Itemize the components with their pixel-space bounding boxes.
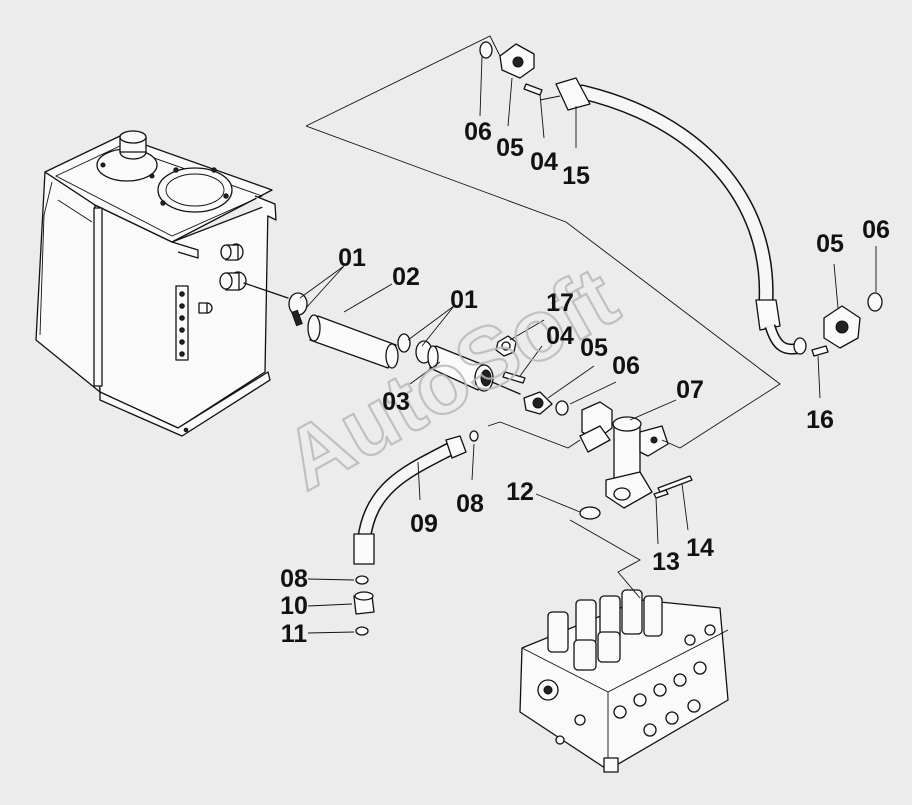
callout-15: 15: [562, 162, 590, 190]
o-ring-08b: [355, 575, 369, 585]
level-sensor-strip: [175, 285, 189, 361]
o-ring-06c: [867, 292, 883, 312]
callout-08: 08: [456, 490, 484, 518]
callout-06: 06: [862, 216, 890, 244]
callout-04: 04: [530, 148, 558, 176]
tank-bracket: [254, 195, 277, 221]
bolt-04b: [523, 83, 543, 96]
callout-14: 14: [686, 534, 714, 562]
valve-spools: [547, 589, 663, 671]
callout-13: 13: [652, 548, 680, 576]
callout-16: 16: [806, 406, 834, 434]
callout-labels: 01 02 01 03 17 04 05 06 07 06 05 04 15 0…: [280, 118, 890, 648]
clamp-screw: [291, 309, 303, 327]
callout-11: 11: [281, 620, 308, 648]
bolt-16: [811, 345, 829, 357]
block-flange-left: [581, 401, 613, 441]
suction-tube-end: [427, 345, 439, 369]
tank-ports: [198, 243, 247, 314]
hose-15-ferrule-bottom: [755, 299, 781, 331]
bolt-14: [657, 475, 693, 493]
split-flange-bore: [532, 397, 544, 409]
tank-bracket-front: [171, 241, 199, 259]
tank-to-clamp-line: [243, 282, 289, 299]
tank-side-face: [35, 171, 101, 393]
tank-sight-strip: [93, 207, 103, 387]
callout-12: 12: [506, 478, 534, 506]
callout-01: 01: [338, 244, 366, 272]
filler-cap-top: [119, 130, 147, 144]
assembly-guide-lines: [305, 35, 781, 599]
callout-05: 05: [816, 230, 844, 258]
main-control-valve: [519, 589, 729, 773]
fitting-17-bore: [501, 341, 511, 351]
hose-end: [385, 343, 399, 369]
pump-suction-fittings: [495, 335, 569, 416]
sensor-holes: [179, 291, 185, 357]
hose-clamp-01b-screw: [397, 333, 411, 353]
block-base-flange: [605, 471, 653, 509]
tank-base: [99, 371, 271, 437]
hose-end: [307, 314, 321, 342]
valve-edges: [521, 629, 729, 770]
callout-04: 04: [546, 322, 574, 350]
callout-08: 08: [280, 565, 308, 593]
hose-15-fitting-top: [555, 77, 591, 111]
o-ring-06a: [555, 400, 569, 416]
cap-bolt: [149, 173, 155, 179]
base-bolt: [183, 427, 189, 433]
cover-bolt: [211, 167, 217, 173]
callout-10: 10: [280, 592, 308, 620]
hose-15-flange-end: [793, 337, 807, 355]
tank-side-detail: [39, 181, 93, 336]
suction-hose-assembly: [243, 282, 521, 395]
block-port: [579, 425, 611, 453]
callout-05: 05: [580, 334, 608, 362]
o-ring-08a: [469, 430, 479, 442]
flange-hole: [650, 436, 658, 444]
callout-02: 02: [392, 263, 420, 291]
callout-17: 17: [546, 289, 574, 317]
block-pipe-top: [612, 416, 642, 432]
bolt-04a: [502, 371, 526, 384]
valve-bottom-plug: [603, 757, 619, 773]
o-ring-12: [579, 506, 601, 520]
flange-bore: [512, 56, 524, 68]
callout-05: 05: [496, 134, 524, 162]
callout-09: 09: [410, 510, 438, 538]
callout-06: 06: [464, 118, 492, 146]
pressure-hose-15: [479, 41, 883, 357]
return-filter-cover: [157, 167, 233, 213]
hose-09-fitting-top: [445, 435, 467, 459]
suction-tube-bore: [480, 369, 492, 387]
o-ring-06b: [479, 41, 493, 59]
hose-09-fitting-bottom: [353, 533, 375, 565]
return-filter-cover-inner: [165, 173, 225, 207]
cover-bolt: [160, 200, 166, 206]
callout-01: 01: [450, 286, 478, 314]
callout-leaders: [299, 55, 877, 634]
o-ring-11: [355, 626, 369, 636]
adapter-10-top: [354, 591, 374, 601]
leader-tube-to-flange: [491, 381, 521, 395]
cover-bolt: [173, 167, 179, 173]
callout-03: 03: [382, 388, 410, 416]
connector-block-07: [579, 401, 693, 520]
cover-bolt: [223, 193, 229, 199]
callout-06: 06: [612, 352, 640, 380]
valve-ports: [537, 624, 716, 745]
cap-bolt: [100, 162, 106, 168]
flange-bore: [835, 320, 849, 334]
return-hose-09: [353, 430, 479, 636]
hydraulic-tank: [35, 130, 277, 437]
tank-top-rim: [54, 145, 264, 237]
block-base-bore: [613, 487, 631, 501]
callout-07: 07: [676, 376, 704, 404]
